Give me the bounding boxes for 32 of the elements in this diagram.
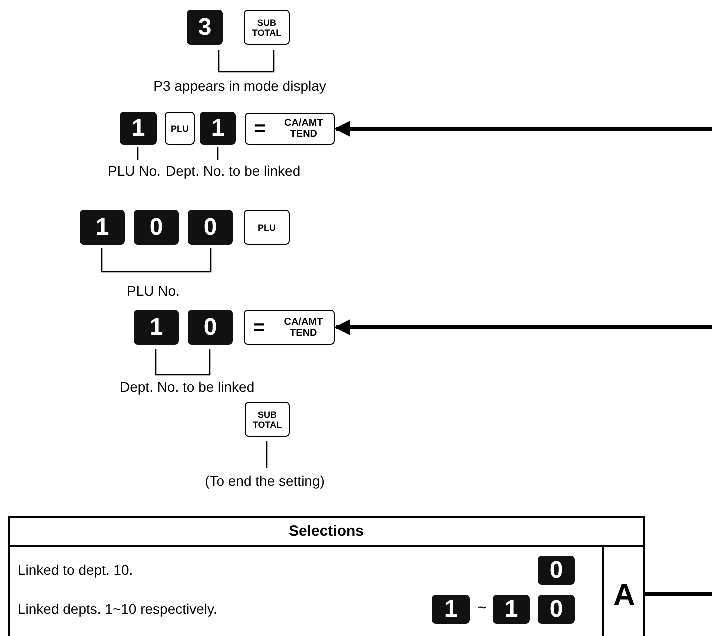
table-header: Selections <box>10 518 643 547</box>
number-key: 1 <box>120 112 157 145</box>
caption-text: Dept. No. to be linked <box>120 379 256 395</box>
range-sign: ~ <box>476 600 488 618</box>
table-text: Linked to dept. 10. <box>18 562 134 578</box>
number-key: 1 <box>134 310 179 345</box>
number-key: 0 <box>134 210 179 245</box>
caption-text: PLU No. <box>108 163 162 179</box>
number-key: 3 <box>187 10 223 45</box>
function-key: PLU <box>244 210 290 245</box>
number-key: 0 <box>188 310 233 345</box>
table-text: Linked depts. 1~10 respectively. <box>18 601 218 617</box>
function-key: SUB TOTAL <box>245 402 290 437</box>
caption-text: P3 appears in mode display <box>152 78 328 94</box>
caption-text: Dept. No. to be linked <box>166 163 302 179</box>
function-key: = CA/AMT TEND <box>244 310 335 345</box>
caption-text: PLU No. <box>127 283 181 299</box>
caption-text: (To end the setting) <box>204 473 326 489</box>
number-key: 1 <box>200 112 236 145</box>
function-key: = CA/AMT TEND <box>245 113 335 145</box>
number-key: 0 <box>538 595 575 624</box>
arrow <box>334 320 712 336</box>
number-key: 0 <box>538 556 575 585</box>
table-cell: A <box>602 547 645 636</box>
function-key: PLU <box>165 112 195 145</box>
number-key: 1 <box>493 595 530 624</box>
number-key: 1 <box>80 210 125 245</box>
connector-line <box>645 592 712 596</box>
number-key: 1 <box>432 595 470 624</box>
function-key: SUB TOTAL <box>244 10 290 45</box>
arrow <box>334 121 712 137</box>
number-key: 0 <box>188 210 233 245</box>
